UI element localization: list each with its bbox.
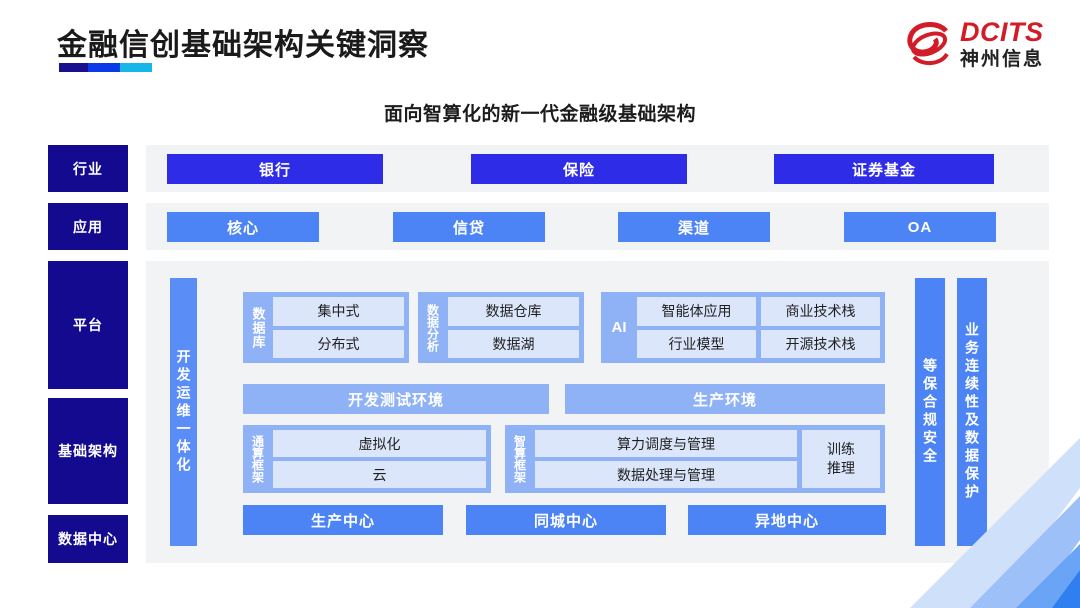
industry-chip-insurance[interactable]: 保险	[471, 154, 687, 184]
sidebar-label-application: 应用	[73, 218, 103, 235]
application-chip-credit[interactable]: 信贷	[393, 212, 545, 242]
infra-group-intelligent-framework[interactable]: 智算框架 算力调度与管理 数据处理与管理 训练 推理	[505, 425, 885, 493]
env-band-dev-test[interactable]: 开发测试环境	[243, 384, 549, 414]
right-bar-label-continuity: 业务连续性及数据保护	[964, 322, 980, 502]
env-band-production[interactable]: 生产环境	[565, 384, 885, 414]
application-chip-label: OA	[907, 218, 933, 236]
sidebar-item-application[interactable]: 应用	[48, 203, 128, 250]
cell-cloud[interactable]: 云	[273, 461, 486, 488]
sidebar-label-platform: 平台	[73, 317, 103, 333]
title-underline-decoration	[59, 63, 152, 72]
platform-group-data-analysis[interactable]: 数据分析 数据仓库 数据湖	[418, 292, 584, 363]
cell-commercial-stack[interactable]: 商业技术栈	[761, 297, 880, 326]
cell-virtualization[interactable]: 虚拟化	[273, 430, 486, 457]
underline-segment-2	[88, 63, 120, 72]
application-chip-oa[interactable]: OA	[844, 212, 996, 242]
cell-training-inference[interactable]: 训练 推理	[802, 430, 880, 488]
cell-data-processing[interactable]: 数据处理与管理	[535, 461, 797, 488]
devops-label: 开发运维一体化	[175, 349, 192, 475]
sidebar-item-platform[interactable]: 平台	[48, 261, 128, 389]
devops-vertical-bar[interactable]: 开发运维一体化	[170, 278, 197, 546]
sidebar-item-industry[interactable]: 行业	[48, 145, 128, 192]
application-chip-channel[interactable]: 渠道	[618, 212, 770, 242]
industry-chip-label: 保险	[562, 161, 595, 179]
slide-subtitle: 面向智算化的新一代金融级基础架构	[383, 104, 696, 125]
sidebar-item-infrastructure[interactable]: 基础架构	[48, 398, 128, 504]
group-caption-data-analysis: 数据分析	[425, 303, 440, 352]
logo-wordmark-en: DCITS	[959, 17, 1044, 47]
sidebar-item-datacenter[interactable]: 数据中心	[48, 515, 128, 563]
industry-chip-bank[interactable]: 银行	[167, 154, 383, 184]
sidecell-line-inference: 推理	[827, 460, 855, 476]
group-caption-database: 数据库	[250, 306, 266, 349]
application-chip-label: 信贷	[452, 219, 485, 237]
infra-group-compute-framework[interactable]: 通算框架 虚拟化 云	[243, 425, 491, 493]
cell-opensource-stack[interactable]: 开源技术栈	[761, 329, 880, 358]
cell-data-lake[interactable]: 数据湖	[448, 329, 579, 358]
industry-chip-label: 证券基金	[851, 161, 916, 179]
application-chip-label: 渠道	[677, 219, 710, 237]
application-chip-label: 核心	[226, 219, 259, 237]
platform-group-database[interactable]: 数据库 集中式 分布式	[243, 292, 409, 363]
right-bar-continuity[interactable]: 业务连续性及数据保护	[957, 278, 987, 546]
dcits-logo: DCITS 神州信息	[905, 19, 1044, 69]
cell-agent-application[interactable]: 智能体应用	[637, 297, 756, 326]
sidecell-line-training: 训练	[827, 441, 855, 458]
cell-distributed[interactable]: 分布式	[273, 329, 404, 358]
underline-segment-3	[120, 63, 152, 72]
datacenter-label-production: 生产中心	[310, 512, 375, 530]
sidebar-label-industry: 行业	[73, 160, 103, 177]
sidebar-label-infrastructure: 基础架构	[58, 443, 118, 459]
application-row-panel: 核心 信贷 渠道 OA	[146, 203, 1049, 250]
datacenter-bar-remote[interactable]: 异地中心	[688, 505, 886, 535]
datacenter-label-remote: 异地中心	[754, 512, 819, 530]
logo-wordmark-cn: 神州信息	[959, 49, 1044, 70]
right-bar-label-compliance: 等保合规安全	[922, 358, 938, 466]
underline-segment-1	[59, 63, 88, 72]
group-caption-compute-framework: 通算框架	[250, 435, 265, 483]
env-band-label-production: 生产环境	[692, 391, 757, 409]
datacenter-bar-production[interactable]: 生产中心	[243, 505, 443, 535]
sidebar-label-datacenter: 数据中心	[58, 531, 118, 547]
cell-centralized[interactable]: 集中式	[273, 297, 404, 326]
industry-row-panel: 银行 保险 证券基金	[146, 145, 1049, 192]
cell-data-warehouse[interactable]: 数据仓库	[448, 297, 579, 326]
cell-industry-model[interactable]: 行业模型	[637, 329, 756, 358]
dcits-swirl-icon	[905, 19, 953, 69]
right-bar-compliance[interactable]: 等保合规安全	[915, 278, 945, 546]
env-band-label-dev-test: 开发测试环境	[347, 391, 444, 409]
group-caption-ai: AI	[611, 319, 627, 336]
datacenter-bar-metro[interactable]: 同城中心	[466, 505, 666, 535]
cell-compute-scheduling[interactable]: 算力调度与管理	[535, 430, 797, 457]
application-chip-core[interactable]: 核心	[167, 212, 319, 242]
page-title: 金融信创基础架构关键洞察	[57, 29, 429, 62]
platform-group-ai[interactable]: AI 智能体应用 商业技术栈 行业模型 开源技术栈	[601, 292, 885, 363]
datacenter-label-metro: 同城中心	[533, 512, 598, 530]
group-caption-intelligent-framework: 智算框架	[512, 435, 527, 483]
industry-chip-label: 银行	[258, 161, 291, 179]
industry-chip-securities-fund[interactable]: 证券基金	[774, 154, 994, 184]
